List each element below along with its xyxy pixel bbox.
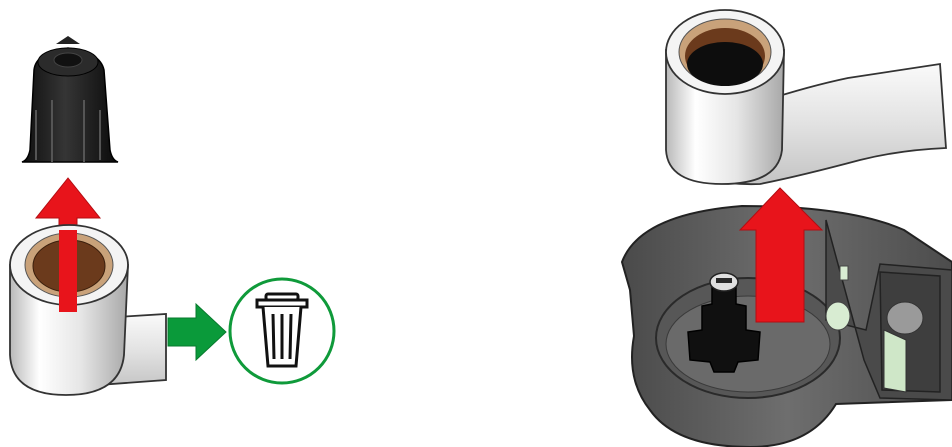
discard-arrow: [168, 304, 226, 360]
left-panel: [10, 36, 334, 395]
used-label-roll: [10, 225, 166, 395]
core-cap: [22, 36, 118, 162]
new-label-roll: [666, 10, 946, 184]
right-panel: [622, 10, 952, 447]
trash-icon: [230, 279, 334, 383]
